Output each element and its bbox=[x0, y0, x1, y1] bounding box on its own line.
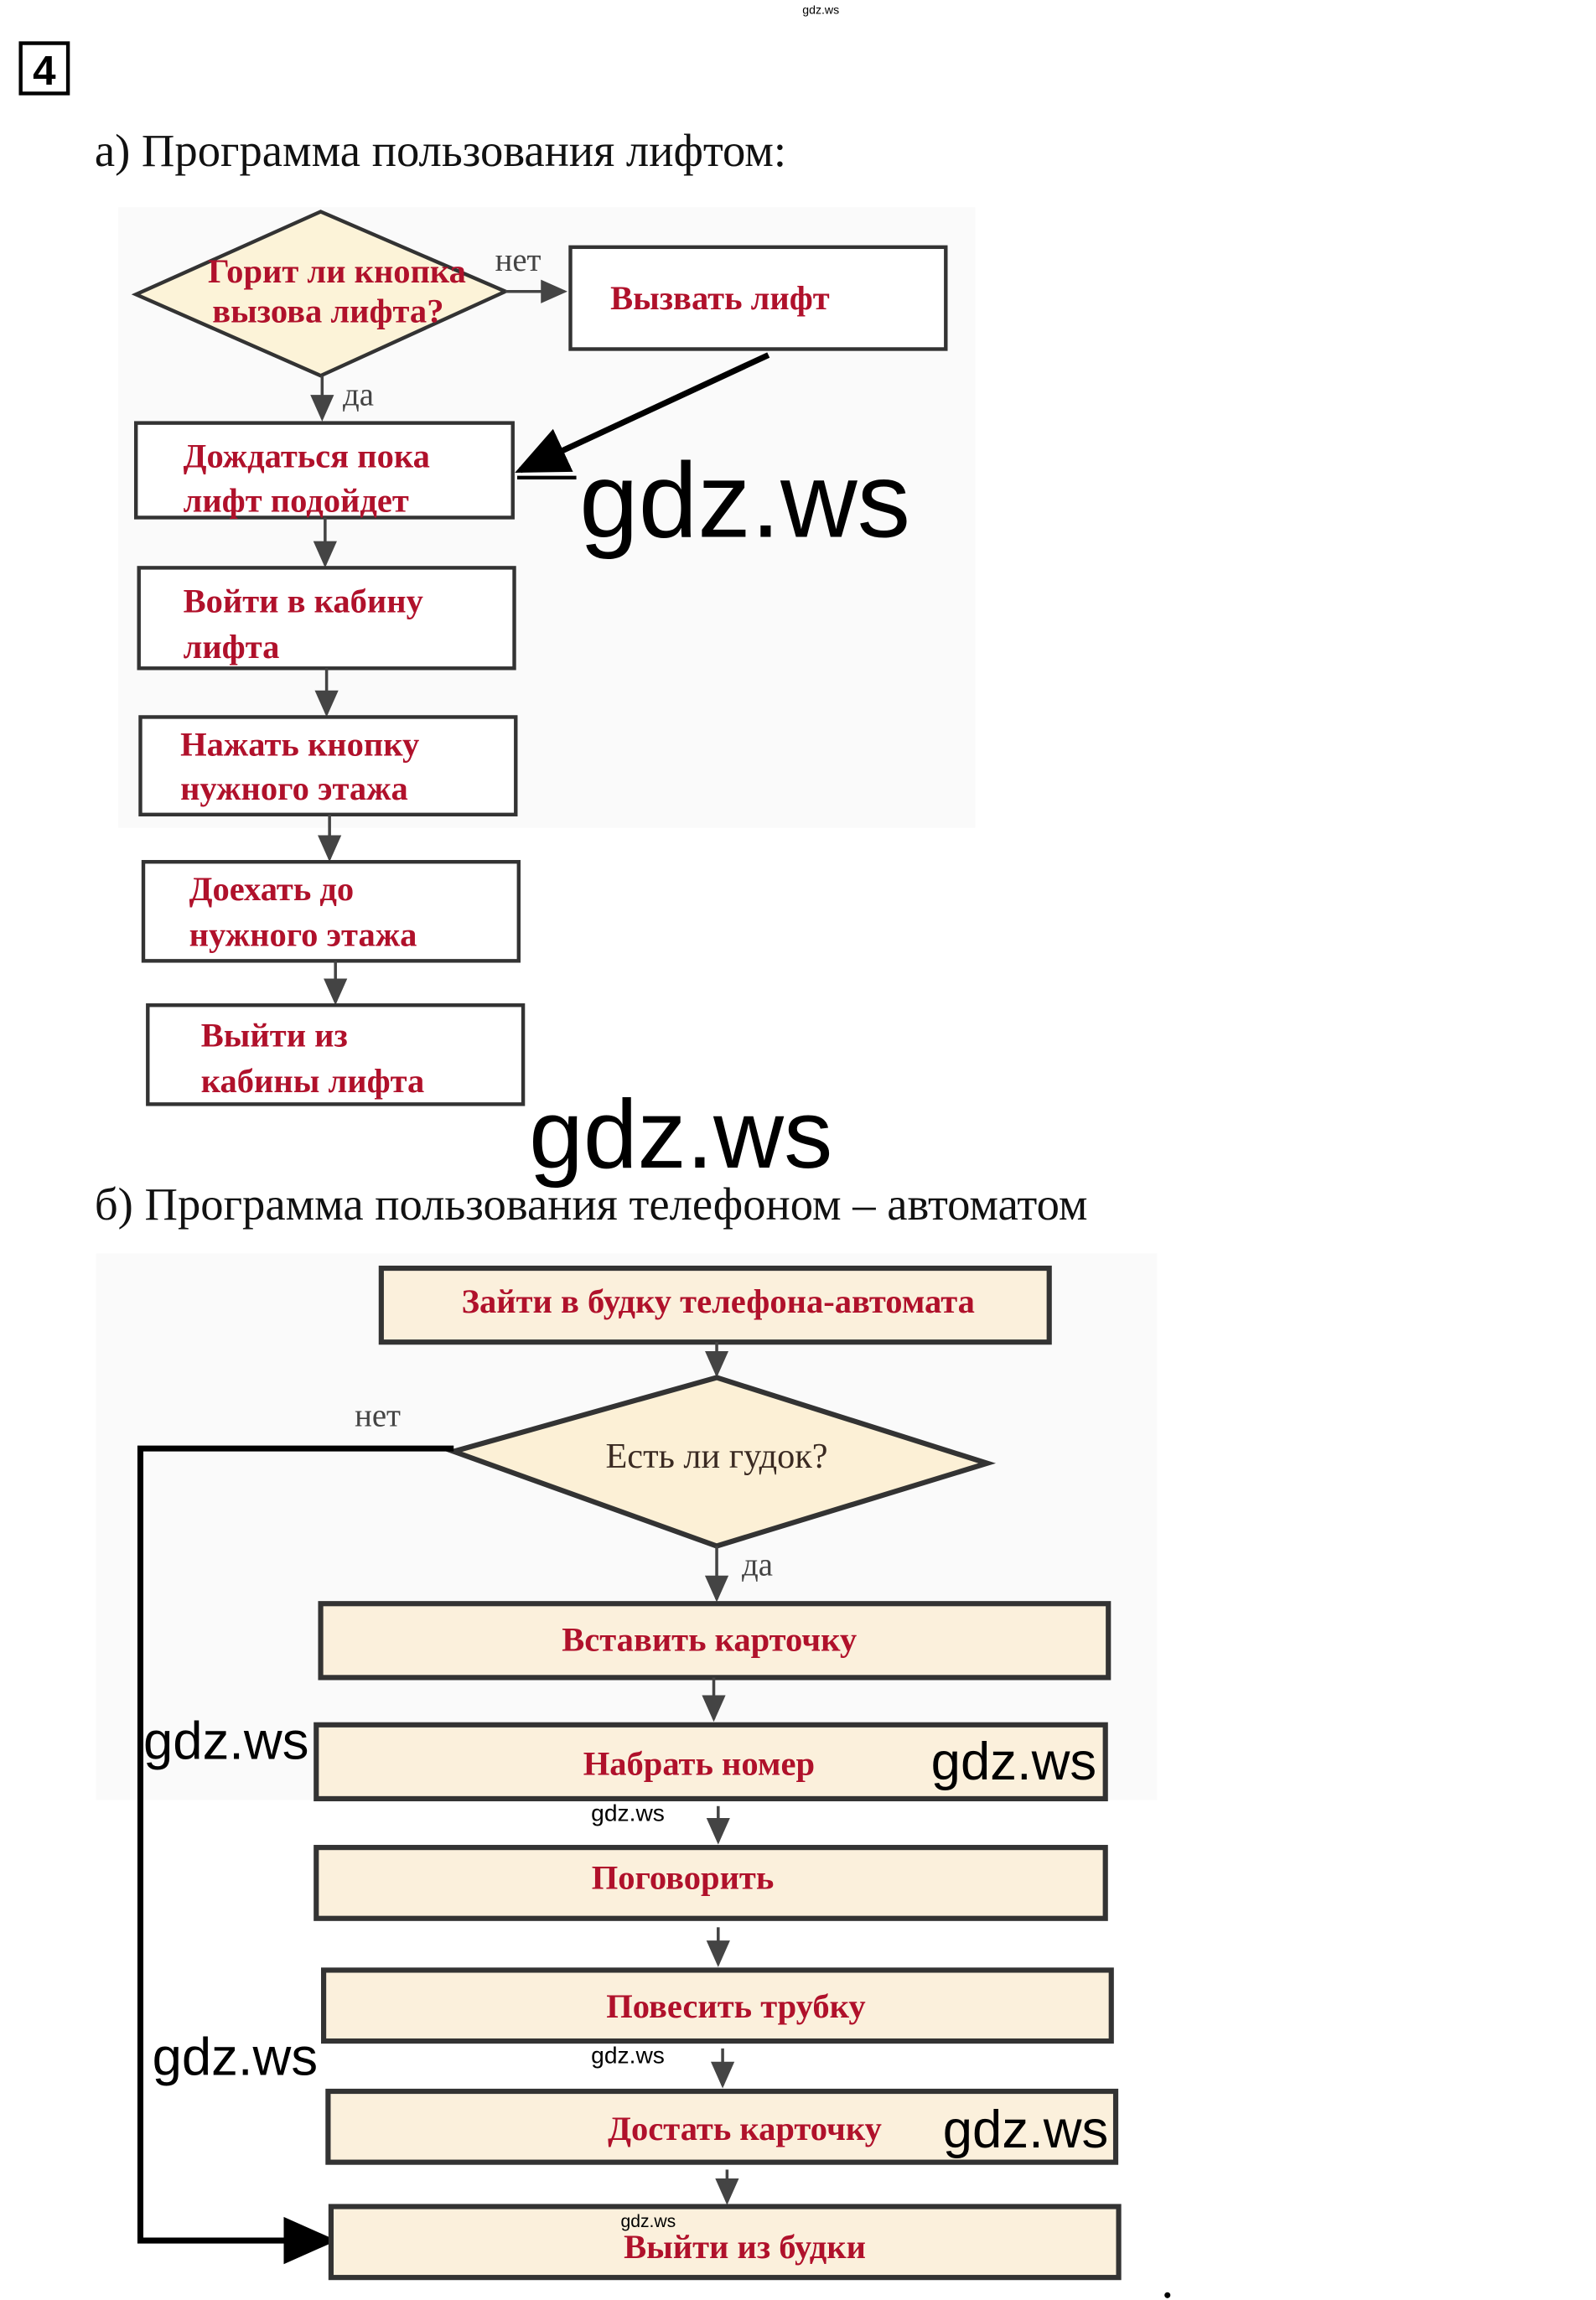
svg-text:Вставить карточку: Вставить карточку bbox=[562, 1621, 857, 1659]
decision-call-button: Горит ли кнопка вызова лифта? bbox=[131, 210, 510, 378]
step-insert-card: Вставить карточку bbox=[318, 1601, 1112, 1681]
watermark: gdz.ws bbox=[943, 2101, 1109, 2159]
top-watermark: gdz.ws bbox=[802, 3, 839, 16]
step-talk: Поговорить bbox=[314, 1845, 1108, 1921]
svg-text:нужного этажа: нужного этажа bbox=[180, 769, 408, 807]
step-exit-booth: Выйти из будки bbox=[328, 2204, 1122, 2281]
svg-text:нужного этажа: нужного этажа bbox=[189, 916, 417, 954]
svg-text:кабины лифта: кабины лифта bbox=[201, 1062, 425, 1100]
no-label-a: нет bbox=[495, 242, 542, 278]
watermark: gdz.ws bbox=[591, 1799, 665, 1826]
svg-text:лифт подойдет: лифт подойдет bbox=[184, 481, 409, 519]
yes-label-a: да bbox=[343, 376, 374, 412]
part-a-title: а) Программа пользования лифтом: bbox=[95, 125, 786, 176]
step-enter-booth: Зайти в будку телефона-автомата bbox=[378, 1265, 1052, 1345]
yes-label-b: да bbox=[742, 1547, 773, 1583]
svg-text:Нажать кнопку: Нажать кнопку bbox=[180, 725, 419, 763]
svg-text:Выйти из будки: Выйти из будки bbox=[624, 2228, 866, 2266]
watermark: gdz.ws bbox=[591, 2042, 665, 2069]
watermark: gdz.ws bbox=[529, 1080, 832, 1189]
arrow-no-b bbox=[137, 1445, 454, 2265]
svg-text:Набрать номер: Набрать номер bbox=[583, 1745, 815, 1783]
svg-text:Вызвать лифт: Вызвать лифт bbox=[610, 279, 830, 317]
step-call-elevator: Вызвать лифт bbox=[568, 245, 948, 351]
svg-text:Есть ли гудок?: Есть ли гудок? bbox=[605, 1437, 827, 1476]
watermark: gdz.ws bbox=[620, 2212, 676, 2231]
step-press-floor-button: Нажать кнопку нужного этажа bbox=[138, 715, 518, 817]
step-exit-cabin: Выйти из кабины лифта bbox=[146, 1003, 526, 1106]
svg-text:Дождаться пока: Дождаться пока bbox=[184, 438, 430, 475]
step-dial-number: Набрать номер bbox=[314, 1722, 1108, 1802]
svg-text:Выйти из: Выйти из bbox=[201, 1017, 348, 1054]
step-enter-cabin: Войти в кабину лифта bbox=[137, 566, 516, 671]
decision-dial-tone: Есть ли гудок? bbox=[445, 1375, 997, 1549]
task-number: 4 bbox=[33, 48, 56, 94]
svg-text:вызова лифта?: вызова лифта? bbox=[212, 293, 443, 330]
svg-text:Достать карточку: Достать карточку bbox=[608, 2110, 882, 2147]
arrow-return-a bbox=[515, 352, 770, 474]
svg-text:Войти в кабину: Войти в кабину bbox=[184, 582, 423, 619]
step-wait-elevator: Дождаться пока лифт подойдет bbox=[133, 421, 515, 520]
step-take-card: Достать карточку bbox=[325, 2088, 1119, 2165]
no-label-b: нет bbox=[355, 1398, 401, 1434]
watermark: gdz.ws bbox=[143, 1712, 308, 1770]
svg-text:Поговорить: Поговорить bbox=[592, 1858, 775, 1896]
step-ride-to-floor: Доехать до нужного этажа bbox=[141, 860, 521, 963]
step-hang-up: Повесить трубку bbox=[321, 1967, 1114, 2044]
watermark: gdz.ws bbox=[931, 1733, 1097, 1791]
svg-text:лифта: лифта bbox=[184, 628, 280, 666]
svg-text:Доехать до: Доехать до bbox=[189, 870, 355, 908]
svg-text:Горит ли кнопка: Горит ли кнопка bbox=[208, 252, 466, 290]
part-b-title: б) Программа пользования телефоном – авт… bbox=[95, 1178, 1088, 1230]
task-number-box bbox=[18, 41, 70, 96]
dot bbox=[1164, 2292, 1171, 2298]
svg-text:Повесить трубку: Повесить трубку bbox=[606, 1987, 865, 2025]
svg-text:Зайти в будку телефона-автомат: Зайти в будку телефона-автомата bbox=[462, 1282, 975, 1320]
watermark: gdz.ws bbox=[579, 440, 910, 559]
watermark: gdz.ws bbox=[153, 2028, 318, 2087]
